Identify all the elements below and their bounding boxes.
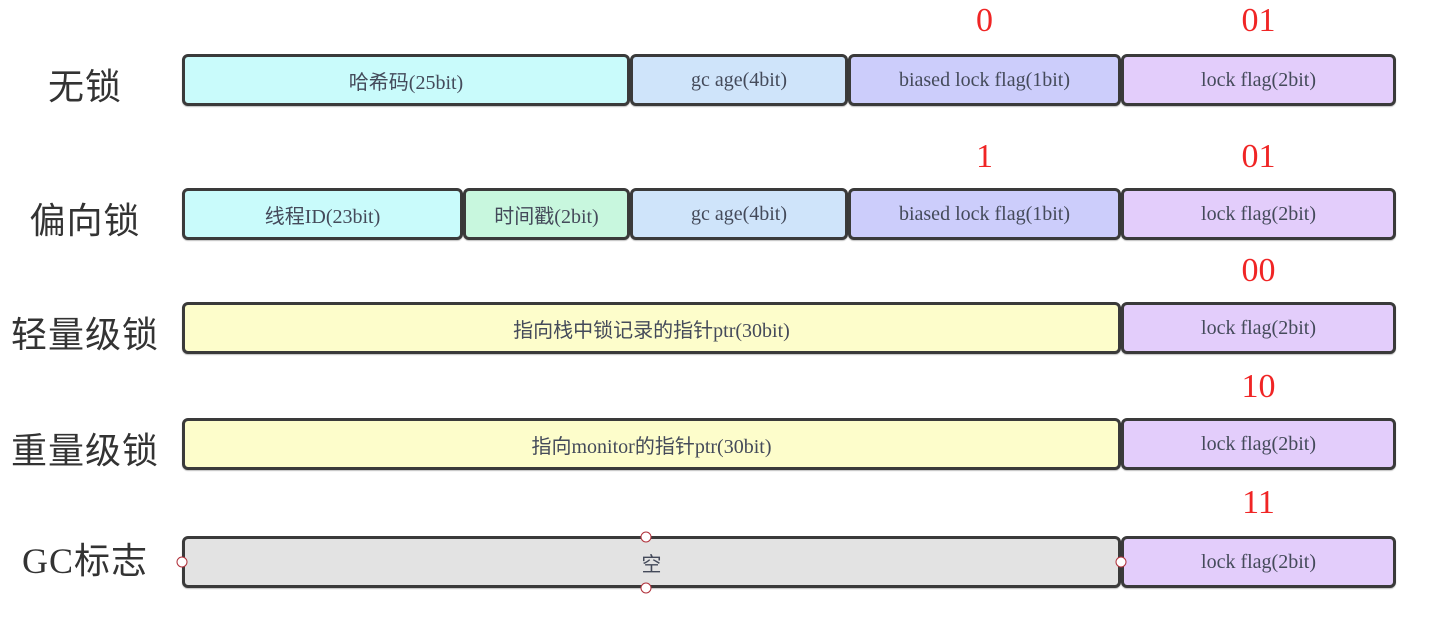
segment-gc-age: gc age(4bit): [630, 54, 848, 106]
segment-lock-flag: lock flag(2bit): [1121, 302, 1396, 354]
biased-flag-value: 0: [976, 2, 993, 39]
lock-flag-value: 01: [1241, 2, 1276, 39]
segment-biased-flag: biased lock flag(1bit): [848, 54, 1121, 106]
segment-gc-age: gc age(4bit): [630, 188, 848, 240]
segment-pointer: 指向栈中锁记录的指针ptr(30bit): [182, 302, 1121, 354]
lock-flag-value: 01: [1241, 138, 1276, 175]
resize-handle-left[interactable]: [176, 556, 188, 568]
row-label-biased-lock: 偏向锁: [29, 201, 141, 241]
row-label-lightweight-lock: 轻量级锁: [10, 315, 159, 355]
segment-thread-id: 线程ID(23bit): [182, 188, 463, 240]
segment-empty[interactable]: 空: [182, 536, 1121, 588]
resize-handle-bottom[interactable]: [640, 582, 651, 594]
segment-hash: 哈希码(25bit): [182, 54, 630, 106]
resize-handle-right[interactable]: [1115, 556, 1127, 568]
mark-word-row-no-lock: 哈希码(25bit)gc age(4bit)biased lock flag(1…: [182, 54, 1396, 106]
segment-lock-flag: lock flag(2bit): [1121, 54, 1396, 106]
biased-flag-value: 1: [976, 138, 993, 175]
resize-handle-top[interactable]: [640, 531, 651, 543]
segment-pointer: 指向monitor的指针ptr(30bit): [182, 418, 1121, 470]
row-label-heavyweight-lock: 重量级锁: [10, 431, 159, 471]
mark-word-row-heavyweight-lock: 指向monitor的指针ptr(30bit)lock flag(2bit): [182, 418, 1396, 470]
segment-lock-flag: lock flag(2bit): [1121, 418, 1396, 470]
segment-lock-flag: lock flag(2bit): [1121, 536, 1396, 588]
row-label-no-lock: 无锁: [47, 67, 122, 107]
row-label-gc-mark: GC标志: [21, 541, 148, 581]
mark-word-row-biased-lock: 线程ID(23bit)时间戳(2bit)gc age(4bit)biased l…: [182, 188, 1396, 240]
lock-flag-value: 00: [1241, 252, 1276, 289]
lock-flag-value: 11: [1242, 484, 1275, 521]
segment-biased-flag: biased lock flag(1bit): [848, 188, 1121, 240]
segment-epoch: 时间戳(2bit): [463, 188, 630, 240]
lock-flag-value: 10: [1241, 368, 1276, 405]
mark-word-row-lightweight-lock: 指向栈中锁记录的指针ptr(30bit)lock flag(2bit): [182, 302, 1396, 354]
segment-lock-flag: lock flag(2bit): [1121, 188, 1396, 240]
